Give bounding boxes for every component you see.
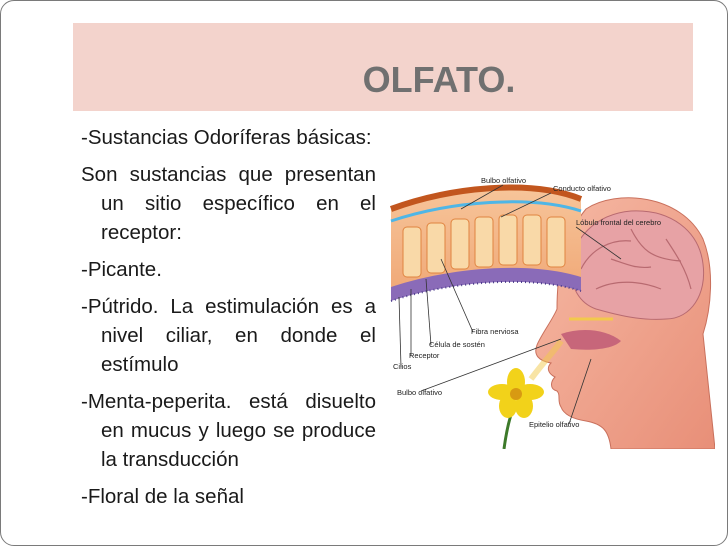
slide-title: OLFATO. (362, 59, 516, 100)
paragraph-odorant-substances: -Sustancias Odoríferas básicas: (81, 126, 372, 149)
body-text: -Sustancias Odoríferas básicas: Son sust… (81, 123, 376, 519)
label-epitelio-olfativo: Epitelio olfativo (529, 420, 579, 429)
label-fibra-nerviosa: Fibra nerviosa (471, 327, 519, 336)
paragraph-floral: -Floral de la señal (81, 485, 244, 508)
flower-icon (488, 368, 544, 449)
paragraph-specific-site: Son sustancias que presentan un sitio es… (81, 163, 376, 244)
label-conducto-olfativo: Conducto olfativo (553, 184, 611, 193)
label-cilios: Cilios (393, 362, 412, 371)
label-celula-sosten: Célula de sostén (429, 340, 485, 349)
title-band (73, 23, 693, 111)
label-receptor: Receptor (409, 351, 440, 360)
brain-icon (570, 210, 705, 320)
label-bulbo-olfativo-top: Bulbo olfativo (481, 176, 526, 185)
epithelium-inset (389, 184, 583, 302)
leader-lines (398, 184, 622, 425)
label-lobulo-frontal: Lóbulo frontal del cerebro (576, 218, 661, 227)
label-bulbo-olfativo-bottom: Bulbo olfativo (397, 388, 442, 397)
olfaction-anatomy-figure: Bulbo olfativo Conducto olfativo Lóbulo … (389, 176, 715, 449)
paragraph-picante: -Picante. (81, 258, 162, 281)
paragraph-putrido: -Pútrido. La estimulación es a nivel cil… (81, 295, 376, 376)
paragraph-menta: -Menta-peperita. está disuelto en mucus … (81, 390, 376, 471)
